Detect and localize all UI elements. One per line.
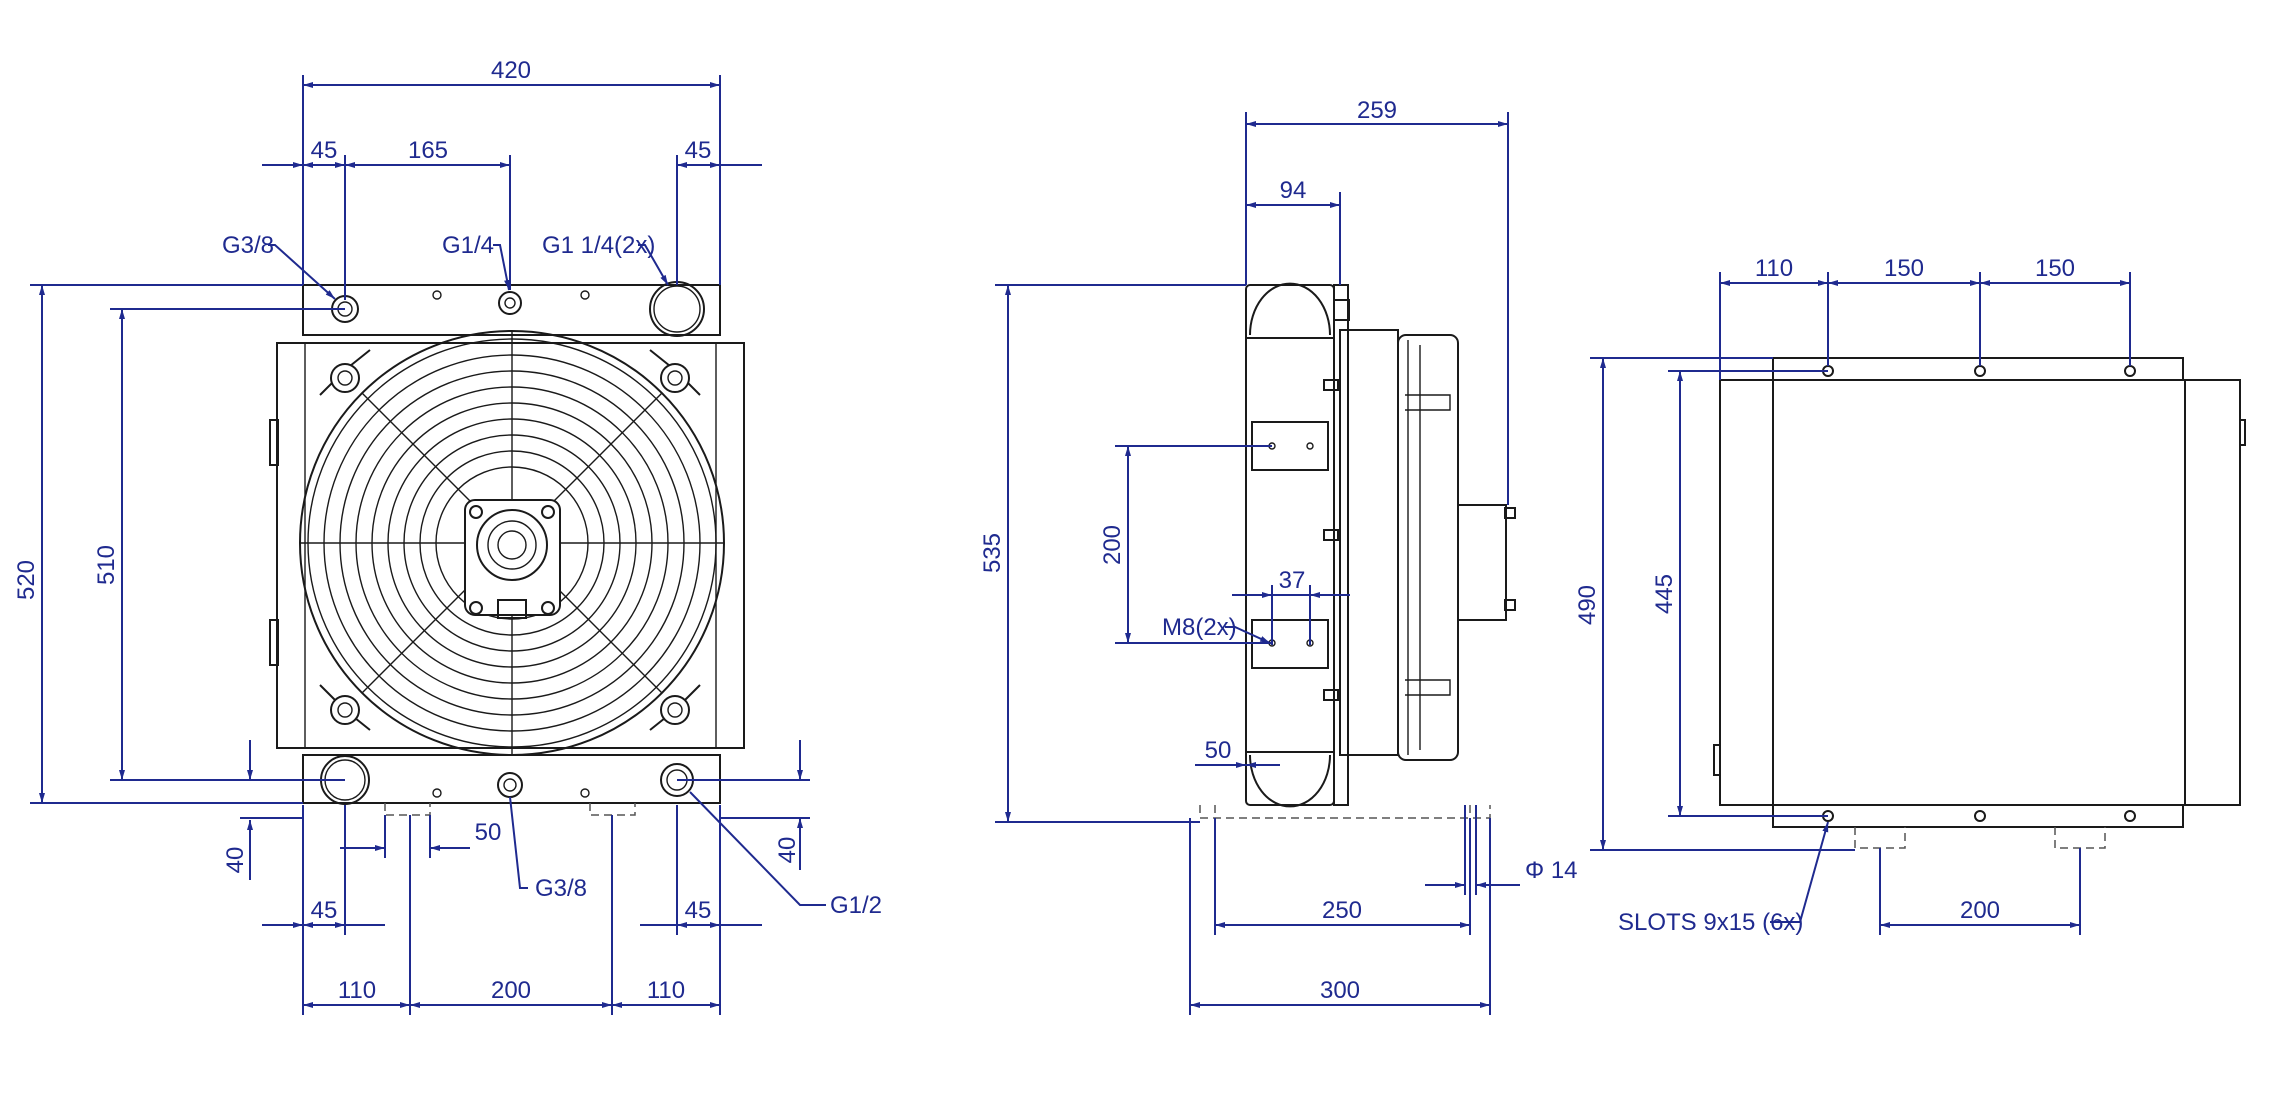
dim-40-left: 40 <box>222 847 249 874</box>
label-slots: SLOTS 9x15 (6x) <box>1618 909 1803 936</box>
side-dimensions: 259 94 535 200 37 M8(2x) 50 <box>979 97 1578 1015</box>
mount-bolt-tr <box>660 363 690 393</box>
mount-bolt-br <box>660 695 690 725</box>
dim-depth-94: 94 <box>1280 177 1307 204</box>
dim-depth-259: 259 <box>1357 97 1397 124</box>
fan-guard <box>299 330 725 756</box>
label-g114-top: G1 1/4(2x) <box>542 232 655 259</box>
dim-200-front: 200 <box>491 977 531 1004</box>
slot-3 <box>2124 365 2136 377</box>
fan-guard-side <box>1397 334 1459 761</box>
dim-45-top-left: 45 <box>311 137 338 164</box>
mount-bolt-tl <box>330 363 360 393</box>
dim-width-420: 420 <box>491 57 531 84</box>
slot-6 <box>2124 810 2136 822</box>
label-g14-top: G1/4 <box>442 232 494 259</box>
port-g38-bottom <box>497 772 523 798</box>
front-dimensions: 420 45 165 45 G3/8 G1/4 G1 1/4(2x) 520 <box>13 57 882 1015</box>
bracket-lower <box>1251 619 1329 669</box>
fan-hub <box>464 499 561 616</box>
side-core <box>1245 284 1335 806</box>
dim-hole-110: 110 <box>1755 255 1793 282</box>
dim-height-520: 520 <box>13 560 40 600</box>
dim-hole-150-a: 150 <box>1884 255 1924 282</box>
fan-motor-side <box>1457 504 1507 621</box>
slot-2 <box>1974 365 1986 377</box>
top-rail-lower <box>1772 804 2184 828</box>
dim-37: 37 <box>1279 567 1306 594</box>
dim-length-445: 445 <box>1651 574 1678 614</box>
front-view: 420 45 165 45 G3/8 G1/4 G1 1/4(2x) 520 <box>13 57 882 1015</box>
dim-45-bottom-left: 45 <box>311 897 338 924</box>
side-view: 259 94 535 200 37 M8(2x) 50 <box>979 97 1578 1015</box>
top-view: 110 150 150 490 445 SLOTS 9x15 (6x) 200 <box>1574 255 2246 936</box>
dim-foot-50: 50 <box>1205 737 1232 764</box>
label-g12-bottom: G1/2 <box>830 892 882 919</box>
top-dimensions: 110 150 150 490 445 SLOTS 9x15 (6x) 200 <box>1574 255 2131 936</box>
dim-slot-pitch-200: 200 <box>1960 897 2000 924</box>
label-g38-bottom: G3/8 <box>535 875 587 902</box>
mount-bolt-bl <box>330 695 360 725</box>
top-rail-upper <box>1772 357 2184 381</box>
port-g14-top <box>498 291 522 315</box>
dim-110-right: 110 <box>647 977 685 1004</box>
dim-height-535: 535 <box>979 533 1006 573</box>
dim-50-bottom: 50 <box>475 819 502 846</box>
port-g114-top <box>649 281 705 337</box>
dim-height-510: 510 <box>93 545 120 585</box>
dim-slot-250: 250 <box>1322 897 1362 924</box>
dim-45-bottom-right: 45 <box>685 897 712 924</box>
dim-110-left: 110 <box>338 977 376 1004</box>
label-m8: M8(2x) <box>1162 614 1237 641</box>
dim-slot-14: Φ 14 <box>1525 857 1578 884</box>
dim-bolt-200: 200 <box>1099 525 1126 565</box>
dim-hole-150-b: 150 <box>2035 255 2075 282</box>
top-body <box>1719 379 2241 806</box>
dim-foot-300: 300 <box>1320 977 1360 1004</box>
slot-5 <box>1974 810 1986 822</box>
label-g38-top: G3/8 <box>222 232 274 259</box>
dim-40-right: 40 <box>774 837 801 864</box>
dim-165: 165 <box>408 137 448 164</box>
dim-length-490: 490 <box>1574 585 1601 625</box>
dim-45-top-right: 45 <box>685 137 712 164</box>
